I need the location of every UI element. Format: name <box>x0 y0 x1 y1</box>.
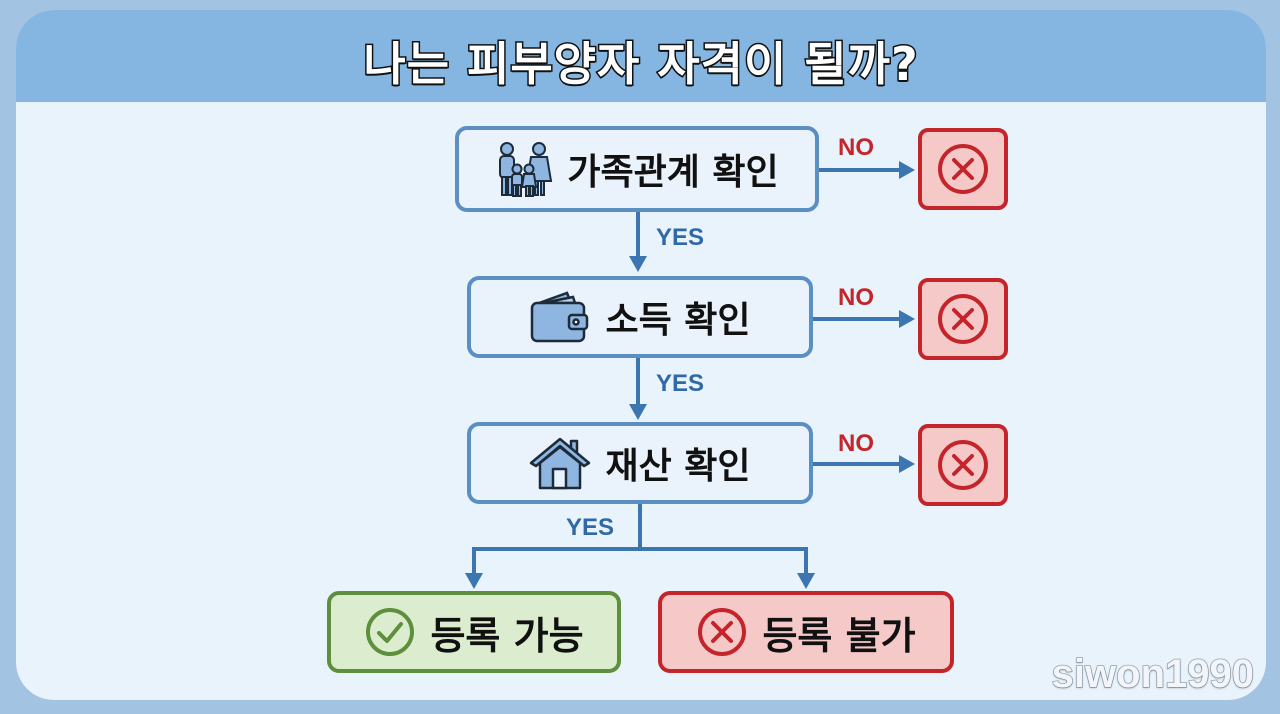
check-circle-icon <box>366 608 415 656</box>
x-circle-icon <box>698 608 747 656</box>
step-label: 재산 확인 <box>605 446 751 487</box>
watermark: siwon1990 <box>1051 651 1255 697</box>
step-family-relation: 가족관계 확인 <box>455 126 819 212</box>
arrow-down-icon <box>465 573 483 589</box>
yes-label: YES <box>656 224 705 251</box>
yes-label: YES <box>566 514 615 541</box>
no-connector <box>813 462 899 466</box>
outcome-ineligible: 등록 불가 <box>658 591 954 673</box>
yes-connector <box>638 504 642 550</box>
arrow-right-icon <box>899 161 915 179</box>
yes-connector <box>636 358 640 406</box>
no-connector <box>813 317 899 321</box>
wallet-icon <box>531 291 589 343</box>
no-label: NO <box>838 284 874 311</box>
step-property: 재산 확인 <box>467 422 813 504</box>
outcome-label: 등록 가능 <box>430 613 584 658</box>
outcome-label: 등록 불가 <box>762 613 916 658</box>
branch-right <box>804 547 808 575</box>
step-income: 소득 확인 <box>467 276 813 358</box>
outcome-eligible: 등록 가능 <box>327 591 621 673</box>
no-label: NO <box>838 430 874 457</box>
rejected-box <box>918 128 1008 210</box>
title-banner: 나는 피부양자 자격이 될까? <box>16 10 1266 102</box>
x-circle-icon <box>938 144 988 194</box>
arrow-right-icon <box>899 455 915 473</box>
house-icon <box>530 437 591 490</box>
no-connector <box>819 168 899 172</box>
x-circle-icon <box>938 294 988 344</box>
branch-connector <box>472 547 808 551</box>
family-icon <box>499 142 553 197</box>
x-circle-icon <box>938 440 988 490</box>
flowchart-panel: 나는 피부양자 자격이 될까? <box>16 10 1266 700</box>
step-label: 가족관계 확인 <box>567 152 779 193</box>
no-label: NO <box>838 134 874 161</box>
step-label: 소득 확인 <box>605 300 751 341</box>
arrow-right-icon <box>899 310 915 328</box>
branch-left <box>472 547 476 575</box>
arrow-down-icon <box>629 404 647 420</box>
page-title: 나는 피부양자 자격이 될까? <box>362 36 919 93</box>
rejected-box <box>918 278 1008 360</box>
arrow-down-icon <box>629 256 647 272</box>
rejected-box <box>918 424 1008 506</box>
arrow-down-icon <box>797 573 815 589</box>
yes-label: YES <box>656 370 705 397</box>
yes-connector <box>636 212 640 258</box>
